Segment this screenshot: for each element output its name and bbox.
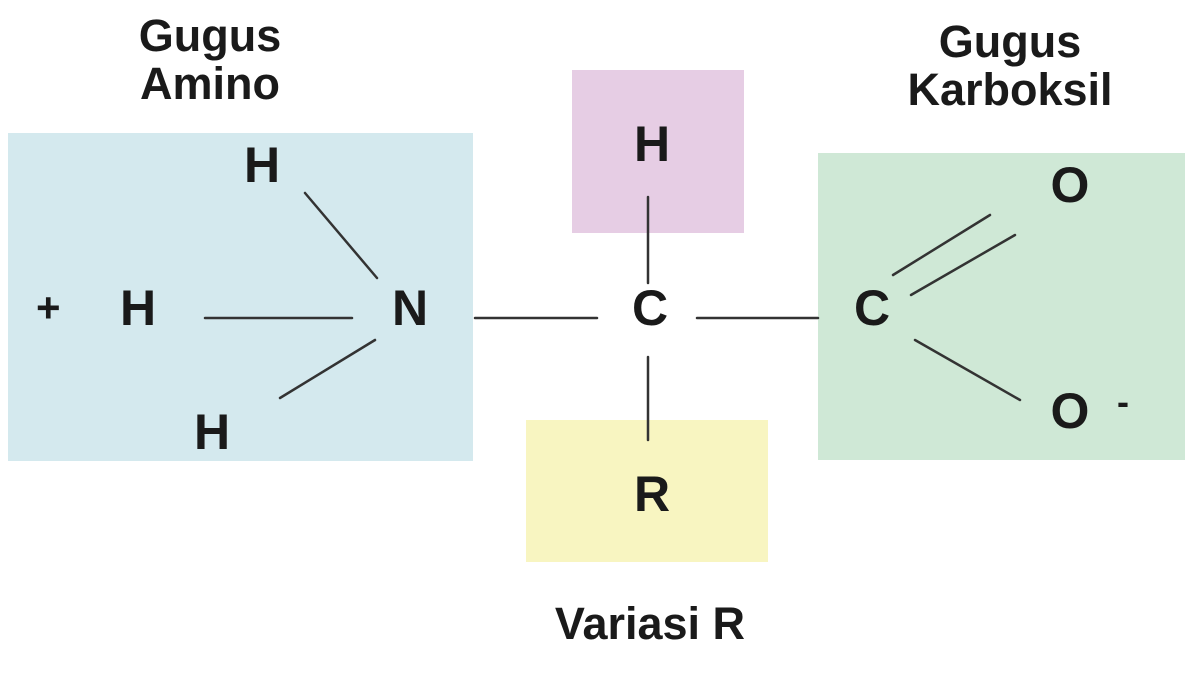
- alpha-carbon: C: [631, 280, 669, 336]
- carboxyl-carbon: C: [853, 280, 891, 336]
- carbonyl-oxygen: O: [1050, 157, 1090, 213]
- amine-hydrogen-left: H: [119, 280, 157, 336]
- carboxyl-group-caption: Gugus Karboksil: [850, 18, 1170, 114]
- carboxyl-caption-line-2: Karboksil: [907, 64, 1113, 115]
- alpha-hydrogen: H: [633, 116, 671, 172]
- negative-charge: -: [1117, 381, 1129, 422]
- amino-caption-line-2: Amino: [140, 58, 280, 109]
- hydroxyl-oxygen: O: [1050, 383, 1090, 439]
- amine-hydrogen-top: H: [243, 137, 281, 193]
- amino-caption-line-1: Gugus: [138, 10, 282, 61]
- positive-charge: +: [36, 284, 61, 331]
- carboxyl-caption-line-1: Gugus: [938, 16, 1082, 67]
- alpha-hydrogen-region: [572, 70, 744, 233]
- carboxyl-group-region: [818, 153, 1185, 460]
- r-group-caption: Variasi R: [480, 600, 820, 648]
- bond-n-h-bottom: [278, 338, 377, 400]
- bond-c-o-double-1: [891, 213, 992, 277]
- r-group-region: [526, 420, 768, 562]
- r-group-caption-text: Variasi R: [554, 598, 746, 649]
- amino-group-caption: Gugus Amino: [90, 12, 330, 108]
- side-chain-r: R: [633, 466, 671, 522]
- amine-hydrogen-bottom: H: [193, 404, 231, 460]
- bond-c-o-double-2: [909, 233, 1017, 297]
- bond-c-o-single: [913, 338, 1022, 402]
- amino-group-region: [8, 133, 473, 461]
- bond-n-h-top: [303, 191, 379, 280]
- amine-nitrogen: N: [391, 280, 429, 336]
